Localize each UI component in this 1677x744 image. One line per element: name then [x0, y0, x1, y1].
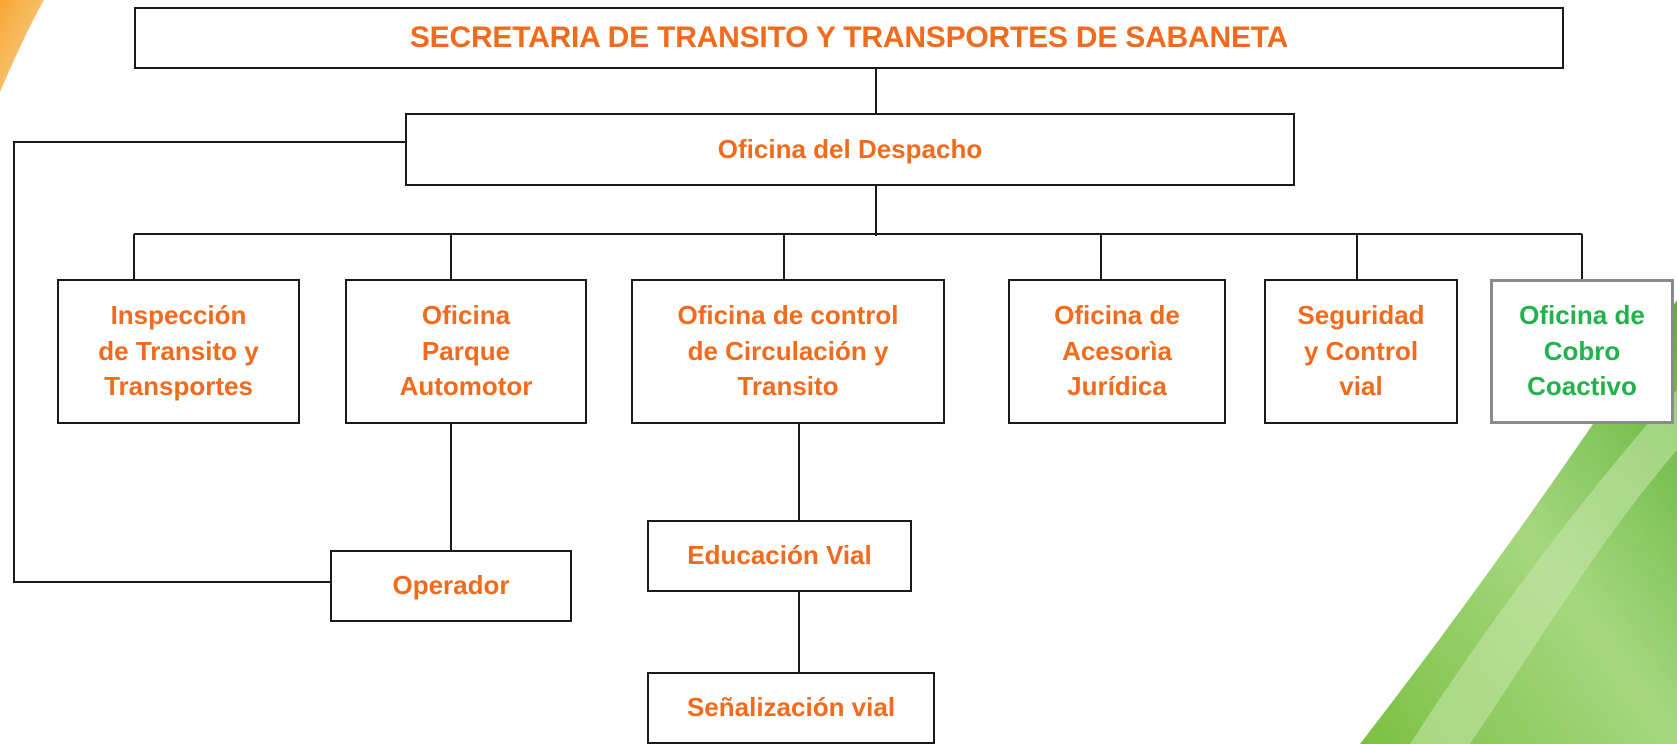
educacion-label: Educación Vial	[687, 540, 872, 571]
dept-box-cobro: Oficina de Cobro Coactivo	[1490, 279, 1674, 424]
dept-label-juridica: Oficina de Acesorìa Jurídica	[1054, 300, 1180, 402]
title-box: SECRETARIA DE TRANSITO Y TRANSPORTES DE …	[134, 7, 1564, 69]
office-label: Oficina del Despacho	[717, 133, 983, 164]
green-swoosh-highlight	[1410, 390, 1677, 744]
connector-office-operador	[13, 141, 405, 583]
dept-label-control: Oficina de control de Circulación y Tran…	[677, 300, 899, 402]
dept-box-inspeccion: Inspección de Transito y Transportes	[57, 279, 300, 424]
educacion-box: Educación Vial	[647, 520, 912, 592]
senalizacion-box: Señalización vial	[647, 672, 935, 744]
dept-label-seguridad: Seguridad y Control vial	[1297, 300, 1425, 402]
operador-label: Operador	[392, 570, 510, 601]
dept-box-juridica: Oficina de Acesorìa Jurídica	[1008, 279, 1226, 424]
dept-box-parque: Oficina Parque Automotor	[345, 279, 587, 424]
diagram-title: SECRETARIA DE TRANSITO Y TRANSPORTES DE …	[409, 20, 1289, 54]
senalizacion-label: Señalización vial	[686, 692, 896, 723]
office-box: Oficina del Despacho	[405, 113, 1295, 186]
dept-label-cobro: Oficina de Cobro Coactivo	[1519, 300, 1645, 402]
dept-box-seguridad: Seguridad y Control vial	[1264, 279, 1458, 424]
dept-label-parque: Oficina Parque Automotor	[399, 300, 533, 402]
dept-box-control: Oficina de control de Circulación y Tran…	[631, 279, 945, 424]
operador-box: Operador	[330, 550, 572, 622]
dept-label-inspeccion: Inspección de Transito y Transportes	[98, 300, 259, 402]
green-swoosh	[1360, 300, 1677, 744]
orange-swoosh	[0, 0, 44, 92]
